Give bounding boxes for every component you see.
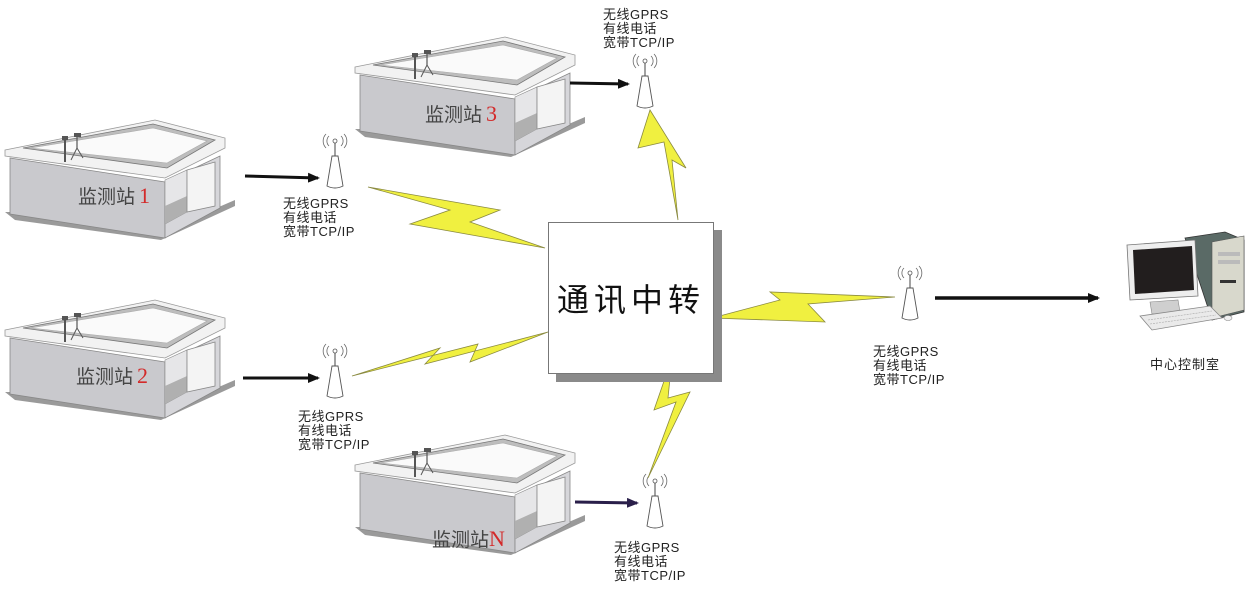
comm-line: 宽带TCP/IP (283, 224, 355, 239)
comm-line: 宽带TCP/IP (603, 35, 675, 50)
station-name: 监测站 (432, 529, 490, 551)
control-center-label: 中心控制室 (1150, 358, 1221, 373)
lightning-link-1 (367, 186, 546, 249)
comm-label-3: 无线GPRS 有线电话 宽带TCP/IP (603, 8, 675, 50)
comm-line: 宽带TCP/IP (614, 568, 686, 583)
lightning-link-n (647, 357, 691, 479)
station-number: 2 (137, 363, 149, 388)
comm-line: 有线电话 (298, 423, 353, 438)
antenna-icon-1 (322, 133, 348, 189)
comm-label-1: 无线GPRS 有线电话 宽带TCP/IP (283, 197, 355, 239)
station-name: 监测站 (76, 366, 134, 388)
antenna-icon-center (897, 265, 923, 321)
arrow-station3-to-antenna (569, 78, 630, 89)
comm-line: 有线电话 (614, 554, 669, 569)
monitoring-station-3 (354, 36, 586, 158)
comm-line: 有线电话 (873, 358, 928, 373)
antenna-icon-2 (322, 343, 348, 399)
station-name: 监测站 (78, 186, 136, 208)
arrow-stationn-to-antenna (574, 497, 639, 508)
antenna-icon-3 (632, 53, 658, 109)
monitoring-station-2 (4, 299, 236, 421)
lightning-link-center (711, 291, 896, 323)
station-number: 1 (139, 183, 151, 208)
comm-label-center: 无线GPRS 有线电话 宽带TCP/IP (873, 345, 945, 387)
comm-line: 有线电话 (283, 210, 338, 225)
comm-line: 无线GPRS (614, 540, 680, 555)
monitoring-station-1 (4, 119, 236, 241)
station-number: 3 (486, 101, 498, 126)
comm-label-n: 无线GPRS 有线电话 宽带TCP/IP (614, 541, 686, 583)
communication-relay-hub: 通讯中转 (548, 222, 714, 374)
station-name: 监测站 (425, 104, 483, 126)
comm-line: 宽带TCP/IP (298, 437, 370, 452)
comm-line: 有线电话 (603, 21, 658, 36)
comm-line: 无线GPRS (873, 344, 939, 359)
comm-label-2: 无线GPRS 有线电话 宽带TCP/IP (298, 410, 370, 452)
hub-label: 通讯中转 (556, 281, 705, 319)
station-label-n: 监测站N (432, 525, 505, 552)
lightning-link-3 (637, 109, 687, 221)
comm-line: 无线GPRS (603, 7, 669, 22)
comm-line: 无线GPRS (298, 409, 364, 424)
comm-line: 宽带TCP/IP (873, 372, 945, 387)
antenna-icon-n (642, 473, 668, 529)
lightning-link-2 (351, 331, 549, 377)
computer-icon (1126, 231, 1245, 331)
station-number: N (489, 526, 505, 551)
arrow-station1-to-antenna (244, 172, 320, 183)
comm-line: 无线GPRS (283, 196, 349, 211)
